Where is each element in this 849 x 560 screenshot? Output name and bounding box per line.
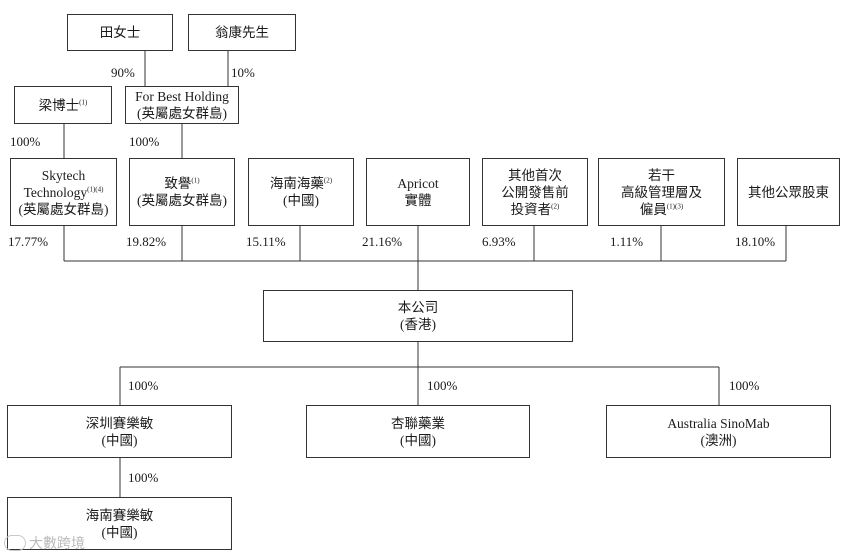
- public-percentage: 18.10%: [735, 234, 776, 249]
- australia-percentage: 100%: [729, 378, 760, 393]
- australia-sub-box: Australia SinoMab (澳洲): [606, 405, 831, 458]
- zhiyu-line1-wrap: 致譽(1): [164, 175, 199, 192]
- forbest-name: For Best Holding: [135, 89, 229, 104]
- apricot-percentage: 21.16%: [362, 234, 403, 249]
- preipo-note: (2): [551, 202, 560, 210]
- apricot-line2: 實體: [404, 193, 432, 208]
- weng-percentage: 10%: [231, 65, 255, 80]
- skytech-line1: Skytech: [41, 167, 86, 183]
- zhiyu-line1: 致譽: [164, 176, 192, 191]
- company-line1: 本公司: [397, 300, 439, 315]
- shareholder-tian-label: 田女士: [99, 25, 141, 40]
- mgmt-line2: 高級管理層及: [621, 184, 702, 200]
- preipo-line3-wrap: 投資者(2): [511, 201, 560, 218]
- shareholder-weng-box: 翁康先生: [188, 14, 296, 51]
- skytech-line2: Technology: [23, 184, 88, 200]
- shenzhen-sub-box: 深圳賽樂敏 (中國): [7, 405, 232, 458]
- shareholder-tian-box: 田女士: [67, 14, 173, 51]
- liang-percentage: 100%: [10, 134, 41, 149]
- forbest-percentage: 100%: [129, 134, 160, 149]
- shenzhen-percentage: 100%: [128, 378, 159, 393]
- watermark-text: 大數跨境: [29, 536, 85, 552]
- forbest-holding-box: For Best Holding (英屬處女群島): [125, 86, 239, 124]
- watermark: 大數跨境: [4, 533, 85, 553]
- zhiyu-percentage: 19.82%: [126, 234, 167, 249]
- skytech-note: (1)(4): [87, 185, 104, 193]
- hainan-pharma-note: (2): [323, 176, 333, 185]
- forbest-place: (英屬處女群島): [137, 106, 227, 121]
- shareholder-liang-box: 梁博士(1): [14, 86, 112, 124]
- skytech-percentage: 17.77%: [8, 234, 49, 249]
- management-employees-box: 若干 高級管理層及 僱員(1)(3): [598, 158, 725, 226]
- shareholder-weng-label: 翁康先生: [215, 25, 269, 40]
- zhiyu-line2: (英屬處女群島): [137, 193, 227, 208]
- zhiyu-box: 致譽(1) (英屬處女群島): [129, 158, 235, 226]
- company-line2: (香港): [400, 317, 436, 332]
- skytech-line2-wrap: Technology(1)(4): [24, 184, 104, 201]
- hainan-pharma-percentage: 15.11%: [246, 234, 286, 249]
- preipo-investors-box: 其他首次 公開發售前 投資者(2): [482, 158, 588, 226]
- xinglian-line2: (中國): [400, 432, 436, 448]
- hainan-pharma-box: 海南海藥(2) (中國): [248, 158, 354, 226]
- australia-line2: (澳洲): [700, 432, 737, 448]
- mgmt-line3: 僱員: [639, 201, 667, 217]
- hainan-sub-box: 海南賽樂敏 (中國): [7, 497, 232, 550]
- liang-line: 梁博士(1): [39, 97, 88, 114]
- preipo-line2: 公開發售前: [501, 184, 569, 200]
- shenzhen-line2: (中國): [101, 432, 138, 448]
- preipo-line1: 其他首次: [508, 167, 562, 183]
- apricot-box: Apricot 實體: [366, 158, 470, 226]
- public-line1: 其他公眾股東: [748, 184, 829, 200]
- liang-label: 梁博士: [38, 97, 80, 113]
- mgmt-line3-wrap: 僱員(1)(3): [640, 201, 683, 218]
- preipo-percentage: 6.93%: [482, 234, 516, 249]
- mgmt-note: (1)(3): [666, 202, 684, 210]
- public-shareholders-box: 其他公眾股東: [737, 158, 840, 226]
- australia-line1: Australia SinoMab: [667, 415, 770, 431]
- shenzhen-line1: 深圳賽樂敏: [85, 415, 154, 431]
- mgmt-line1: 若干: [648, 167, 675, 183]
- tian-percentage: 90%: [111, 65, 135, 80]
- skytech-box: Skytech Technology(1)(4) (英屬處女群島): [10, 158, 117, 226]
- liang-note: (1): [79, 98, 88, 106]
- hainan-sub-line2: (中國): [101, 524, 138, 540]
- apricot-line1: Apricot: [397, 176, 439, 191]
- xinglian-line1: 杏聯藥業: [391, 415, 445, 431]
- zhiyu-note: (1): [191, 176, 200, 185]
- hainan-sub-line1: 海南賽樂敏: [85, 507, 154, 523]
- xinglian-sub-box: 杏聯藥業 (中國): [306, 405, 530, 458]
- skytech-line3: (英屬處女群島): [18, 201, 109, 217]
- xinglian-percentage: 100%: [427, 378, 458, 393]
- watermark-logo-icon: [4, 535, 26, 551]
- hainan-pharma-line1-wrap: 海南海藥(2): [270, 175, 332, 192]
- company-box: 本公司 (香港): [263, 290, 573, 342]
- mgmt-percentage: 1.11%: [610, 234, 644, 249]
- hainan-pharma-line1: 海南海藥: [269, 176, 324, 191]
- preipo-line3: 投資者: [510, 201, 552, 217]
- hainan-pharma-line2: (中國): [283, 193, 319, 208]
- hainan-sub-percentage: 100%: [128, 470, 159, 485]
